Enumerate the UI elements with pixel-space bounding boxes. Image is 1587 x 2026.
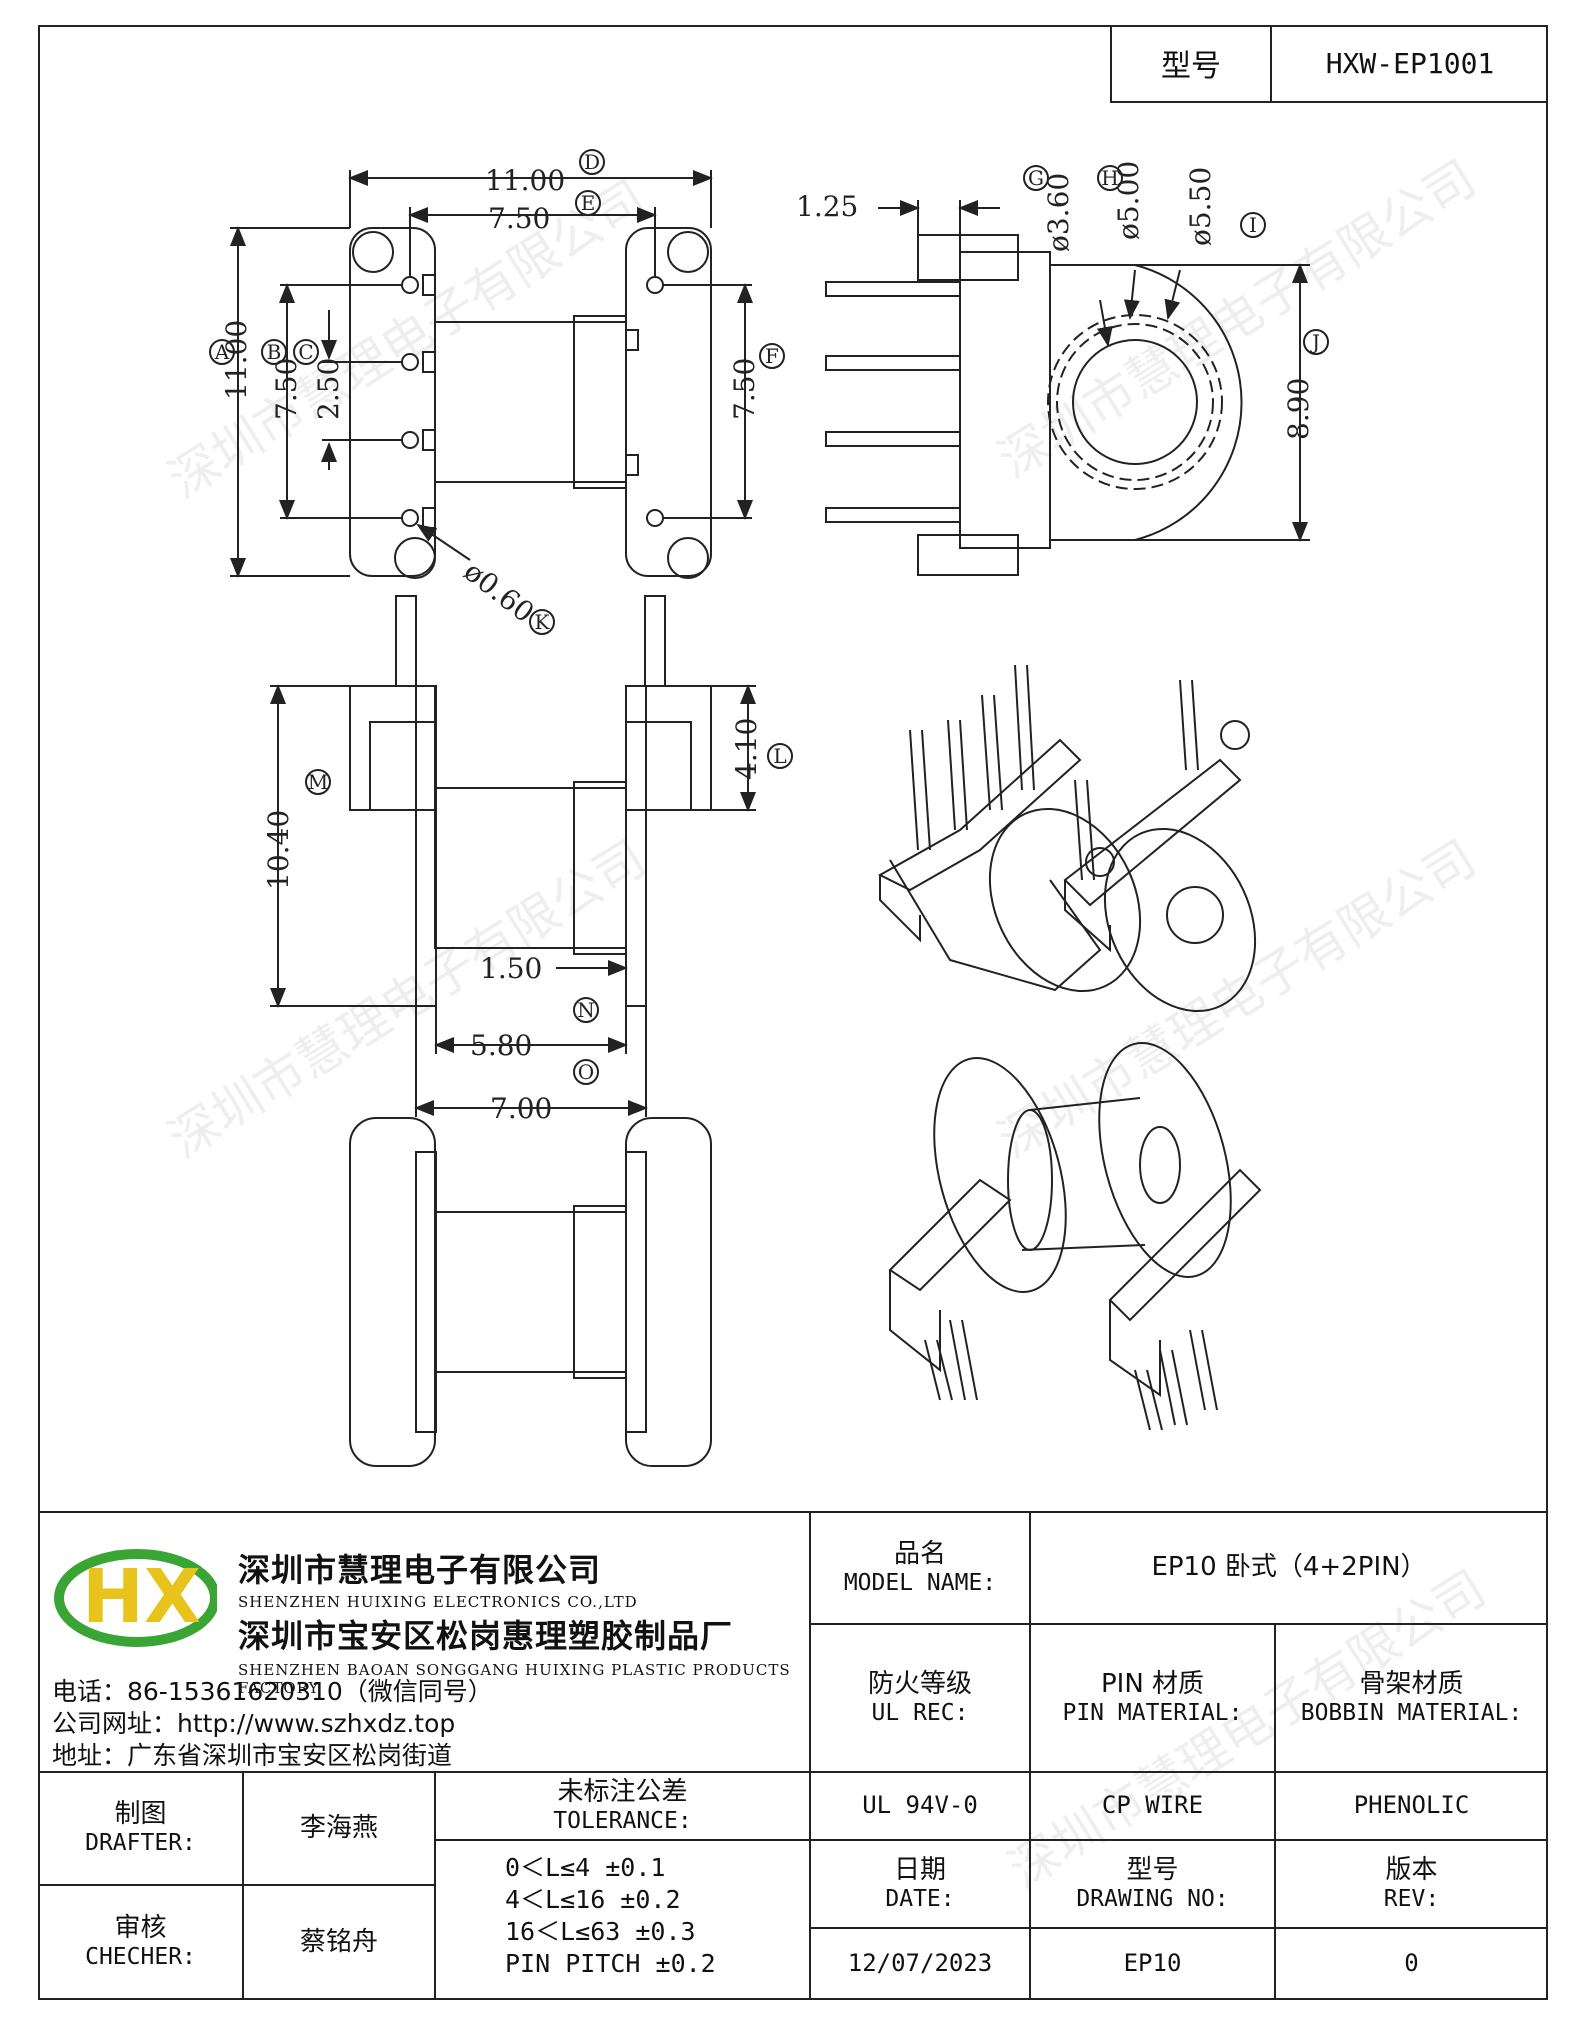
dim-7-50-right: 7.50 <box>728 358 761 420</box>
dim-4-10: 4.10 <box>730 718 763 780</box>
dim-10-40: 10.40 <box>262 810 295 890</box>
factory-name-cn: 深圳市宝安区松岗惠理塑胶制品厂 <box>238 1617 734 1655</box>
callout-d: D <box>579 149 605 175</box>
dim-dia-3-60: ø3.60 <box>1042 173 1075 252</box>
title-block-grid <box>38 1511 1548 2000</box>
phone: 电话：86-15361620310（微信同号） <box>52 1677 493 1706</box>
dim-8-90: 8.90 <box>1282 378 1315 440</box>
ul-rec-value: UL 94V-0 <box>862 1791 978 1820</box>
svg-text:E: E <box>581 191 596 215</box>
drawing-border <box>38 25 1548 2000</box>
checker-name: 蔡铭舟 <box>299 1926 378 1957</box>
callout-i: I <box>1240 212 1266 238</box>
dim-2-50: 2.50 <box>312 358 345 420</box>
callout-a: A <box>209 339 235 365</box>
website[interactable]: 公司网址：http://www.szhxdz.top <box>52 1709 456 1738</box>
callout-m: M <box>305 769 331 795</box>
date-value: 12/07/2023 <box>847 1949 993 1978</box>
callout-n: N <box>573 997 599 1023</box>
rev-value: 0 <box>1404 1949 1419 1978</box>
company-logo: HX <box>52 1540 220 1650</box>
dim-7-50-left: 7.50 <box>270 358 303 420</box>
svg-text:D: D <box>584 150 600 174</box>
model-number-label: 型号 <box>1112 25 1272 101</box>
drafter-name: 李海燕 <box>299 1812 378 1843</box>
bobbin-material-value: PHENOLIC <box>1353 1791 1470 1820</box>
callout-j: J <box>1303 329 1329 355</box>
dim-7-00: 7.00 <box>490 1092 552 1125</box>
svg-text:K: K <box>535 610 551 634</box>
contact-block: 电话：86-15361620310（微信同号） 公司网址：http://www.… <box>52 1676 802 1772</box>
callout-o: O <box>573 1059 599 1085</box>
callout-k: K <box>529 609 555 635</box>
dim-dia-5-50: ø5.50 <box>1184 167 1217 246</box>
dim-11-00-top: 11.00 <box>485 164 565 197</box>
tolerance-table: 0＜L≤4 ±0.1 4＜L≤16 ±0.2 16＜L≤63 ±0.3 PIN … <box>505 1852 805 1980</box>
tolerance-line: 0＜L≤4 ±0.1 <box>505 1853 666 1882</box>
svg-text:C: C <box>298 340 313 364</box>
model-name-value: EP10 卧式（4+2PIN） <box>1151 1552 1427 1583</box>
svg-text:G: G <box>1028 166 1044 190</box>
tolerance-line: 16＜L≤63 ±0.3 <box>505 1917 696 1946</box>
tolerance-line: 4＜L≤16 ±0.2 <box>505 1885 681 1914</box>
dim-11-00-left: 11.00 <box>220 320 253 400</box>
top-view <box>230 170 753 579</box>
drawing-no-value: EP10 <box>1123 1949 1182 1978</box>
isometric-view-top <box>877 664 1257 1013</box>
company-info: 深圳市慧理电子有限公司 SHENZHEN HUIXING ELECTRONICS… <box>238 1545 808 1697</box>
callout-h: H <box>1097 165 1123 191</box>
dim-pin-diameter: ø0.60 <box>458 555 541 630</box>
svg-text:F: F <box>765 344 779 368</box>
callout-b: B <box>261 339 287 365</box>
model-number-value: HXW-EP1001 <box>1325 46 1495 80</box>
isometric-view-bottom <box>888 1042 1262 1431</box>
address: 地址：广东省深圳市宝安区松岗街道 <box>52 1741 453 1770</box>
dim-7-50-top: 7.50 <box>488 202 550 235</box>
tolerance-line: PIN PITCH ±0.2 <box>505 1949 716 1978</box>
callout-l: L <box>767 743 793 769</box>
bottom-view <box>349 1117 712 1467</box>
company-name-cn: 深圳市慧理电子有限公司 <box>238 1551 602 1589</box>
logo-text: HX <box>82 1554 201 1640</box>
dim-5-80: 5.80 <box>470 1029 532 1062</box>
side-view <box>825 200 1310 576</box>
svg-text:B: B <box>267 340 282 364</box>
pin-material-value: CP WIRE <box>1101 1791 1204 1820</box>
front-view <box>270 595 756 1117</box>
callout-f: F <box>759 343 785 369</box>
callout-c: C <box>293 339 319 365</box>
dim-1-50: 1.50 <box>480 952 542 985</box>
model-number-box: 型号 HXW-EP1001 <box>1110 25 1548 103</box>
callout-g: G <box>1023 165 1049 191</box>
company-name-en: SHENZHEN HUIXING ELECTRONICS CO.,LTD <box>238 1593 638 1611</box>
svg-text:M: M <box>308 770 328 794</box>
callout-e: E <box>575 190 601 216</box>
factory-name-en: SHENZHEN BAOAN SONGGANG HUIXING PLASTIC … <box>238 1661 791 1697</box>
dim-dia-5-00: ø5.00 <box>1112 161 1145 240</box>
svg-text:H: H <box>1101 166 1118 190</box>
svg-text:J: J <box>1310 330 1320 354</box>
svg-text:I: I <box>1249 213 1257 237</box>
dim-1-25: 1.25 <box>796 190 858 223</box>
svg-text:N: N <box>577 998 595 1022</box>
svg-text:A: A <box>214 340 230 364</box>
svg-text:O: O <box>578 1060 594 1084</box>
svg-text:L: L <box>773 744 786 768</box>
